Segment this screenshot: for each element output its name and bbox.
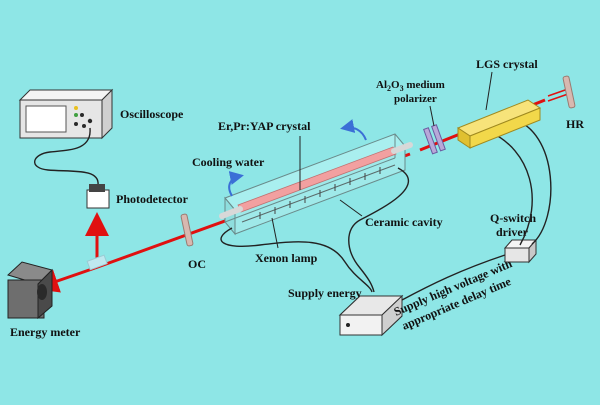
- qswitch-wire-2: [489, 131, 533, 246]
- polarizer-label-line2: polarizer: [394, 93, 437, 105]
- polarizer-label-line1: Al2O3 medium: [376, 79, 445, 93]
- rod-end-right: [391, 142, 413, 154]
- hr-mirror: [562, 75, 576, 109]
- power-supply-device: [338, 294, 404, 337]
- qswitch-label-line2: driver: [496, 225, 529, 239]
- polarizer: [423, 124, 446, 155]
- crystal-label: Er,Pr:YAP crystal: [218, 119, 311, 133]
- lgs-crystal-pointer: [485, 71, 493, 111]
- lgs-crystal-label: LGS crystal: [476, 57, 538, 71]
- oscilloscope-device: [18, 88, 114, 140]
- lgs-crystal: [456, 99, 542, 149]
- energy-meter-label: Energy meter: [10, 325, 81, 339]
- lamp-wire-right: [348, 167, 409, 293]
- xenon-lamp: [241, 164, 396, 223]
- ceramic-cavity-label: Ceramic cavity: [365, 215, 443, 229]
- oscilloscope-label: Oscilloscope: [120, 107, 184, 121]
- cooling-water-arrow-out: [340, 119, 367, 141]
- qswitch-label-line1: Q-switch: [490, 211, 536, 225]
- xenon-lamp-label: Xenon lamp: [255, 251, 318, 265]
- beam-splitter: [86, 254, 108, 271]
- oscilloscope-cable: [34, 127, 99, 186]
- hv-wire: [401, 254, 506, 301]
- oc-label: OC: [188, 257, 206, 271]
- photodetector-device: [86, 184, 110, 209]
- rod-end-left: [219, 206, 243, 219]
- supply-energy-label: Supply energy: [288, 286, 362, 300]
- photodetector-label: Photodetector: [116, 192, 189, 206]
- hr-label: HR: [566, 117, 584, 131]
- output-coupler-mirror: [180, 213, 194, 247]
- qswitch-driver-device: [503, 238, 538, 264]
- cooling-water-label: Cooling water: [192, 155, 265, 169]
- ceramic-cavity-pointer: [339, 199, 363, 217]
- cooling-water-arrow-in: [228, 171, 244, 197]
- polarizer-pointer: [429, 105, 435, 127]
- lamp-wire-left: [220, 227, 373, 293]
- energy-meter-device: [7, 261, 53, 320]
